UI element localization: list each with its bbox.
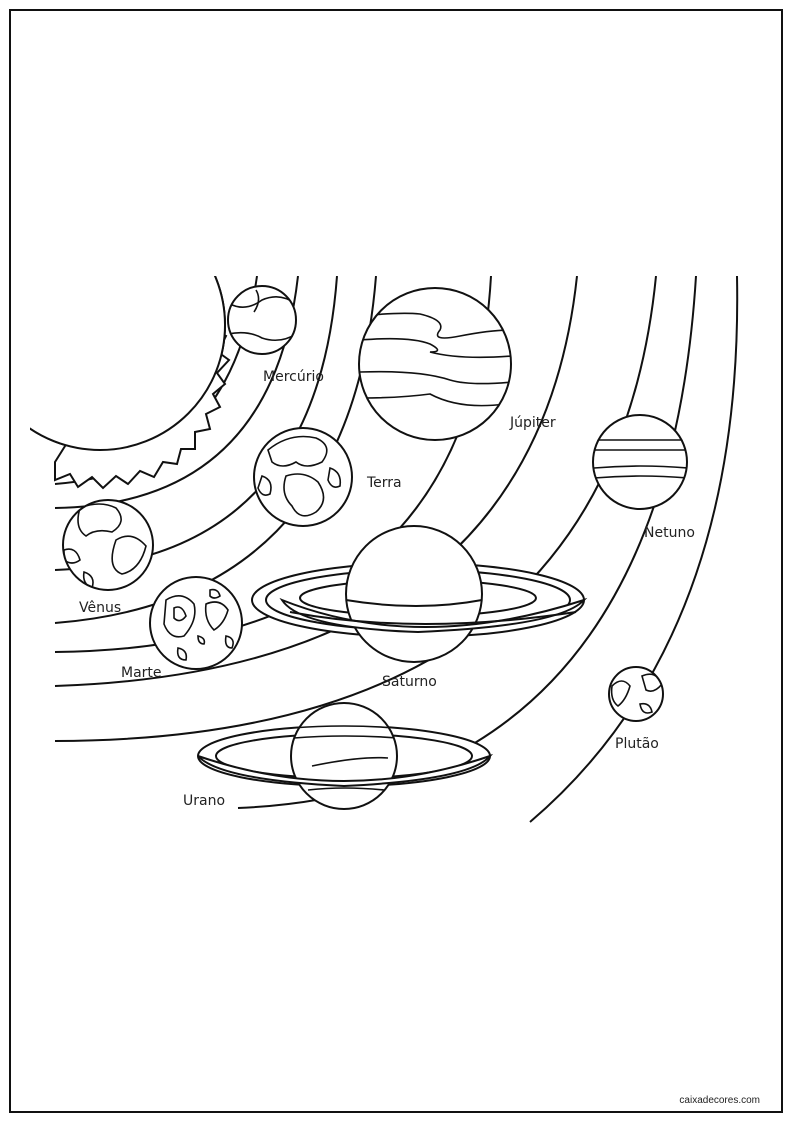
label-saturno: Saturno <box>382 674 437 690</box>
label-netuno: Netuno <box>644 525 695 541</box>
label-terra: Terra <box>366 475 402 491</box>
page-border <box>9 9 783 1113</box>
planet-mercurio <box>227 285 297 355</box>
label-marte: Marte <box>121 665 162 681</box>
label-plutao: Plutão <box>615 736 659 752</box>
planet-terra <box>253 427 353 527</box>
planet-jupiter <box>358 287 512 441</box>
site-credit: caixadecores.com <box>679 1095 760 1106</box>
label-urano: Urano <box>183 793 225 809</box>
label-venus: Vênus <box>79 600 121 616</box>
planet-plutao <box>608 666 664 722</box>
planet-urano <box>197 702 494 810</box>
planet-venus <box>62 499 154 591</box>
label-mercurio: Mercúrio <box>263 369 324 385</box>
planet-saturno <box>251 525 588 663</box>
planet-marte <box>149 576 243 670</box>
planet-netuno <box>592 414 688 510</box>
sun <box>30 276 231 490</box>
label-jupiter: Júpiter <box>509 415 556 431</box>
